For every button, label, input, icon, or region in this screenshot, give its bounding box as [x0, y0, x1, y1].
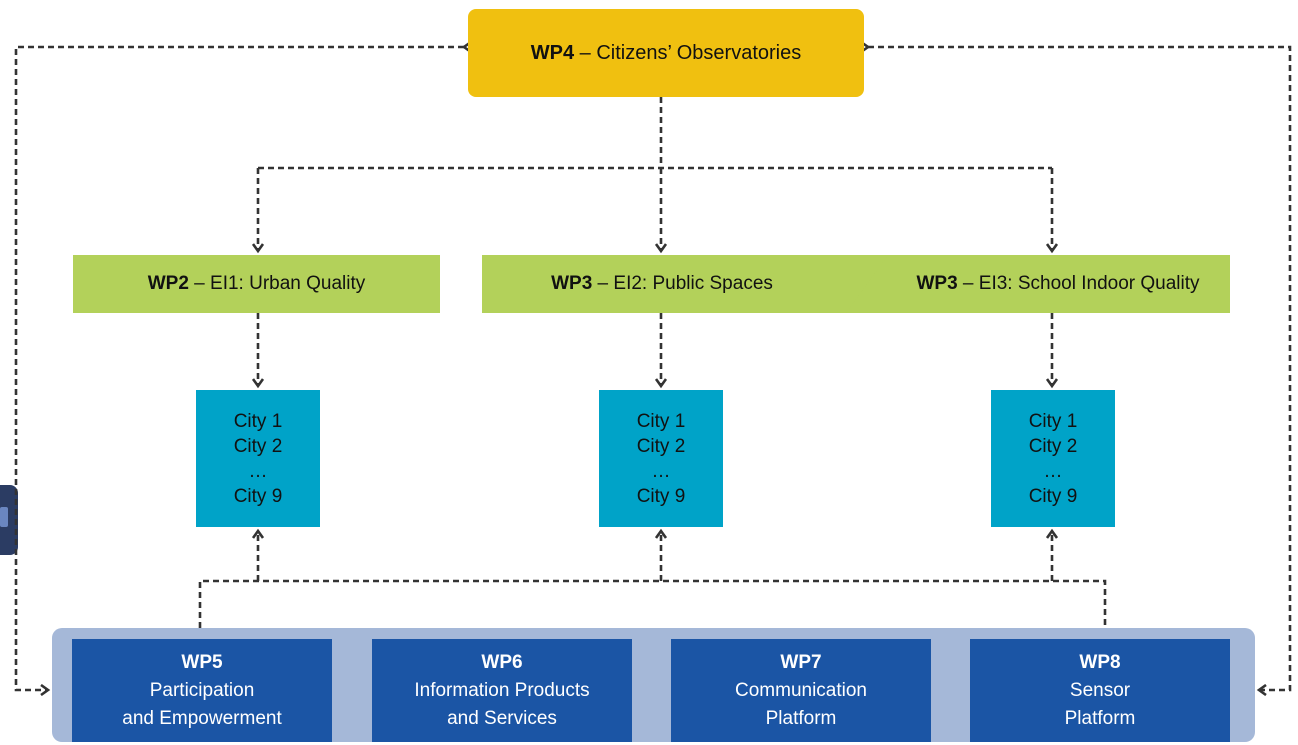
- platform-code: WP8: [1079, 651, 1121, 673]
- wp4-label: Citizens’ Observatories: [596, 41, 802, 64]
- city-item: City 9: [1028, 485, 1078, 507]
- wp4-separator: –: [574, 41, 597, 64]
- experiment-box-ei2: WP3 – EI2: Public Spaces: [482, 255, 902, 313]
- city-item: …: [1043, 460, 1063, 482]
- platform-line: and Empowerment: [122, 707, 282, 729]
- city-item: City 9: [636, 485, 686, 507]
- experiment-label: EI1: Urban Quality: [210, 273, 366, 294]
- city-list-2: City 1 City 2 … City 9: [599, 390, 723, 527]
- experiment-separator: –: [592, 273, 614, 294]
- platform-box-wp8: WP8 Sensor Platform: [970, 639, 1230, 742]
- experiment-label: EI2: Public Spaces: [613, 273, 773, 294]
- city-item: City 1: [233, 410, 283, 432]
- experiment-code: WP3: [916, 273, 958, 294]
- platform-line: Communication: [735, 679, 867, 701]
- platform-line: and Services: [447, 707, 557, 729]
- platform-code: WP5: [181, 651, 223, 673]
- experiment-separator: –: [957, 273, 979, 294]
- experiment-code: WP3: [551, 273, 593, 294]
- experiment-label: EI3: School Indoor Quality: [978, 273, 1200, 294]
- platform-line: Platform: [765, 707, 837, 729]
- experiment-box-ei3: WP3 – EI3: School Indoor Quality: [846, 255, 1230, 313]
- wp4-box: WP4 – Citizens’ Observatories: [468, 9, 864, 97]
- platform-code: WP6: [481, 651, 523, 673]
- city-item: City 2: [1028, 435, 1078, 457]
- platform-code: WP7: [780, 651, 822, 673]
- city-item: City 1: [1028, 410, 1078, 432]
- experiment-box-wp2: WP2 – EI1: Urban Quality: [73, 255, 440, 313]
- city-item: City 2: [636, 435, 686, 457]
- city-item: City 1: [636, 410, 686, 432]
- connector-left-loop: [14, 47, 464, 690]
- city-list-3: City 1 City 2 … City 9: [991, 390, 1115, 527]
- platform-line: Information Products: [414, 679, 590, 701]
- city-item: City 2: [233, 435, 283, 457]
- city-item: …: [248, 460, 268, 482]
- city-item: City 9: [233, 485, 283, 507]
- city-item: …: [651, 460, 671, 482]
- platform-box-wp7: WP7 Communication Platform: [671, 639, 931, 742]
- device-illustration: [0, 485, 18, 555]
- platform-line: Participation: [149, 679, 255, 701]
- experiment-code: WP2: [147, 273, 189, 294]
- city-list-1: City 1 City 2 … City 9: [196, 390, 320, 527]
- experiment-separator: –: [188, 273, 211, 294]
- connector-right-loop: [868, 47, 1292, 690]
- platform-line: Sensor: [1069, 679, 1131, 701]
- wp4-code: WP4: [530, 41, 575, 64]
- connector-platform-bar: [198, 579, 1107, 628]
- platform-box-wp6: WP6 Information Products and Services: [372, 639, 632, 742]
- platform-line: Platform: [1064, 707, 1136, 729]
- platform-box-wp5: WP5 Participation and Empowerment: [72, 639, 332, 742]
